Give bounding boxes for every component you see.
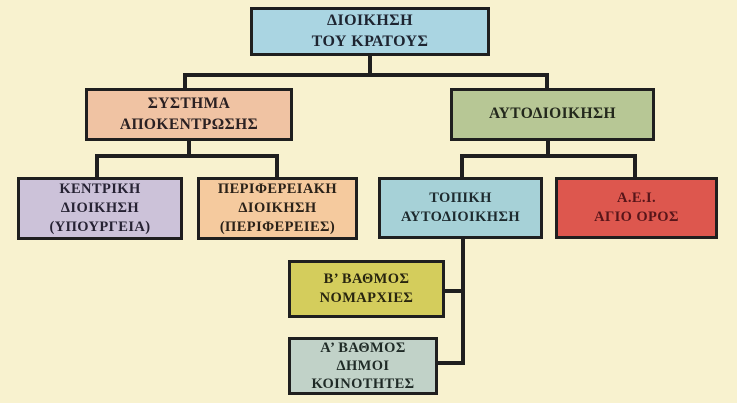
node-label-line: Β’ ΒΑΘΜΟΣ	[323, 271, 410, 288]
node-label-line: ΚΕΝΤΡΙΚΗ	[59, 181, 141, 198]
node-label-line: ΑΓΙΟ ΟΡΟΣ	[594, 209, 679, 225]
connector-level1-bar	[183, 73, 549, 77]
connector-decentralization-bar	[95, 154, 279, 158]
node-local-self-government: ΤΟΠΙΚΗ ΑΥΤΟΔΙΟΙΚΗΣΗ	[378, 177, 543, 239]
node-label-line: Α.Ε.Ι.	[616, 190, 657, 207]
node-aei-agio-oros: Α.Ε.Ι. ΑΓΙΟ ΟΡΟΣ	[555, 177, 718, 239]
node-label-line: ΝΟΜΑΡΧΙΕΣ	[319, 290, 414, 306]
node-second-degree: Β’ ΒΑΘΜΟΣ ΝΟΜΑΡΧΙΕΣ	[288, 260, 445, 318]
node-first-degree: Α’ ΒΑΘΜΟΣ ΔΗΜΟΙ ΚΟΙΝΟΤΗΤΕΣ	[288, 337, 438, 395]
connector-drop-self-government	[545, 73, 549, 88]
node-state-administration: ΔΙΟΙΚΗΣΗ ΤΟΥ ΚΡΑΤΟΥΣ	[250, 7, 490, 56]
node-label-line: (ΠΕΡΙΦΕΡΕΙΕΣ)	[219, 218, 336, 235]
connector-drop-decentralization	[183, 73, 187, 88]
connector-decentralization-stem	[187, 141, 191, 156]
connector-root-stem	[368, 56, 372, 75]
node-label-line: Α’ ΒΑΘΜΟΣ	[320, 339, 406, 356]
node-label-line: ΔΙΟΙΚΗΣΗ	[238, 200, 317, 217]
node-self-government: ΑΥΤΟΔΙΟΙΚΗΣΗ	[450, 88, 655, 141]
node-label-line: ΔΙΟΙΚΗΣΗ	[60, 200, 140, 217]
connector-stub-second-degree	[445, 289, 461, 293]
connector-self-government-stem	[546, 141, 550, 156]
node-label-line: ΣΥΣΤΗΜΑ	[147, 95, 231, 113]
node-label-line: ΔΗΜΟΙ	[336, 357, 390, 374]
node-label-line: ΤΟΥ ΚΡΑΤΟΥΣ	[311, 32, 429, 50]
node-label-line: ΔΙΟΙΚΗΣΗ	[327, 11, 413, 29]
node-label-line: ΑΠΟΚΕΝΤΡΩΣΗΣ	[119, 115, 259, 133]
connector-drop-central-administration	[95, 154, 99, 177]
node-regional-administration: ΠΕΡΙΦΕΡΕΙΑΚΗ ΔΙΟΙΚΗΣΗ (ΠΕΡΙΦΕΡΕΙΕΣ)	[197, 177, 358, 240]
connector-self-government-bar	[460, 154, 637, 158]
connector-local-vertical	[461, 239, 465, 365]
node-label-line: ΤΟΠΙΚΗ	[429, 190, 492, 207]
node-label-line: ΚΟΙΝΟΤΗΤΕΣ	[311, 376, 415, 393]
node-decentralization-system: ΣΥΣΤΗΜΑ ΑΠΟΚΕΝΤΡΩΣΗΣ	[85, 88, 293, 141]
connector-drop-regional-administration	[275, 154, 279, 177]
connector-drop-local-self-government	[460, 154, 464, 177]
node-label-line: ΑΥΤΟΔΙΟΙΚΗΣΗ	[400, 209, 521, 225]
connector-stub-first-degree	[438, 361, 465, 365]
node-label-line: ΑΥΤΟΔΙΟΙΚΗΣΗ	[489, 105, 616, 123]
node-label-line: (ΥΠΟΥΡΓΕΙΑ)	[49, 218, 151, 235]
node-label-line: ΠΕΡΙΦΕΡΕΙΑΚΗ	[217, 181, 338, 198]
connector-drop-aei-agio-oros	[633, 154, 637, 177]
node-central-administration: ΚΕΝΤΡΙΚΗ ΔΙΟΙΚΗΣΗ (ΥΠΟΥΡΓΕΙΑ)	[17, 177, 183, 240]
